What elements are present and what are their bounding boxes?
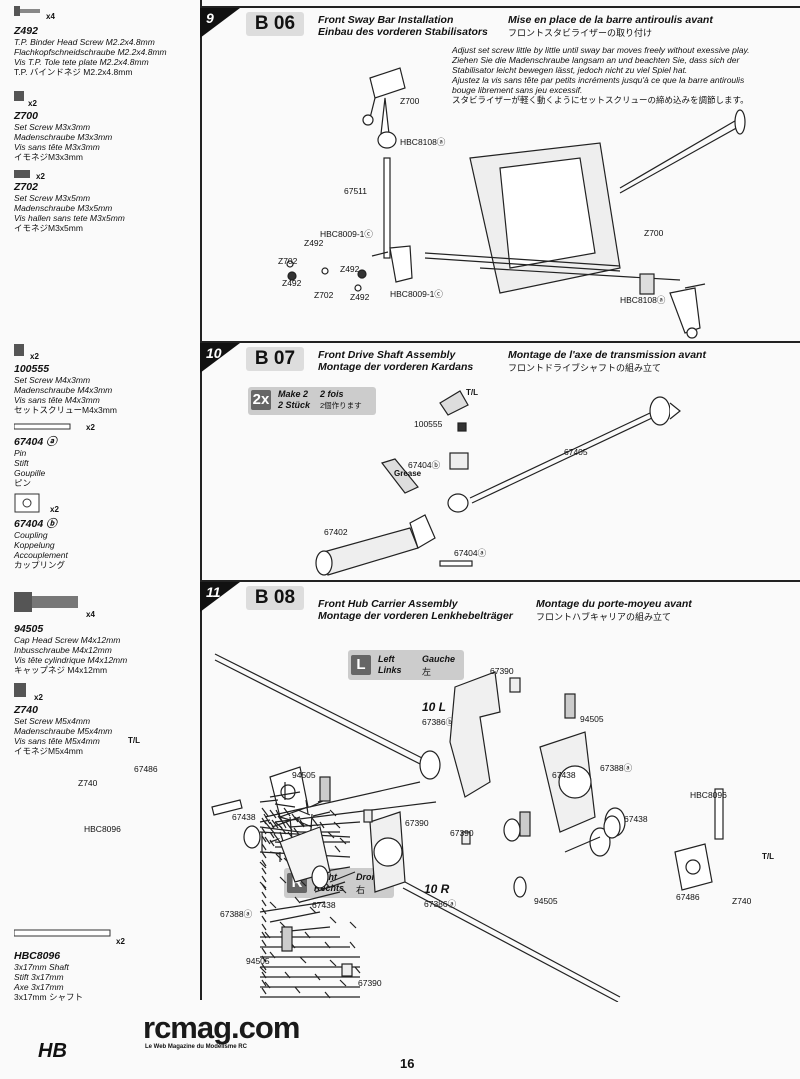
- grease-label: Grease: [394, 469, 422, 478]
- set-screw-icon: [14, 344, 24, 356]
- parts-sidebar: x4 Z492 T.P. Binder Head Screw M2.2x4.8m…: [0, 0, 200, 1002]
- step-title-jp: フロントハブキャリアの組み立て: [536, 612, 672, 622]
- threadlock-label: T/L: [466, 388, 478, 397]
- part-label: 94505: [292, 770, 316, 780]
- set-screw-icon: [14, 170, 30, 178]
- threadlock-label: T/L: [762, 852, 774, 861]
- part-label: 94505: [246, 956, 270, 966]
- column-divider: [200, 0, 202, 1000]
- step-10-drive-shaft: 10 B 07 Front Drive Shaft Assembly Monta…: [200, 341, 800, 581]
- pin-icon: [14, 423, 71, 430]
- step-code: B 07: [246, 347, 304, 371]
- instruction-note: Adjust set screw little by little until …: [452, 45, 750, 105]
- cap-screw-icon: [14, 592, 78, 612]
- part-label: Z740: [732, 896, 752, 906]
- part-label: Z492: [350, 292, 370, 302]
- hb-logo: HB: [38, 1040, 67, 1062]
- part-67404a: x2 67404 ⓐ Pin Stift Goupille ピン: [14, 423, 95, 488]
- part-label: Z492: [340, 264, 360, 274]
- part-label: HBC8096: [84, 824, 121, 834]
- part-label: 67438: [552, 770, 576, 780]
- step-title-jp: フロントドライブシャフトの組み立て: [508, 363, 662, 373]
- part-label: Z702: [278, 256, 298, 266]
- part-label: HBC8108ⓐ: [620, 295, 666, 305]
- set-screw-icon: [14, 683, 26, 697]
- part-label: 67511: [344, 186, 368, 196]
- left-carrier-part: 67386ⓑ: [422, 717, 455, 727]
- part-label: 67405: [564, 447, 588, 457]
- part-label: 67438: [312, 900, 336, 910]
- right-carrier-part: 67386ⓐ: [424, 899, 457, 909]
- page-number: 16: [400, 1056, 415, 1071]
- step-9-sway-bar: 9 B 06 Front Sway Bar Installation Einba…: [200, 6, 800, 342]
- part-label: Z492: [282, 278, 302, 288]
- step-title-de: Montage der vorderen Lenkhebelträger: [318, 610, 513, 622]
- part-hbc8096: x2 HBC8096 3x17mm Shaft Stift 3x17mm Axe…: [14, 929, 125, 1002]
- part-67404b: x2 67404 ⓑ Coupling Koppelung Accoupleme…: [14, 493, 68, 570]
- part-label: 67486: [134, 764, 158, 774]
- part-label: Z700: [644, 228, 664, 238]
- step-title-de: Einbau des vorderen Stabilisators: [318, 26, 488, 38]
- step-title-en: Front Sway Bar Installation: [318, 14, 454, 26]
- part-label: 67390: [358, 978, 382, 988]
- threadlock-label: T/L: [128, 736, 140, 745]
- part-label: 67438: [624, 814, 648, 824]
- left-side-badge: L Left Links Gauche 左: [348, 650, 464, 680]
- step-title-fr: Mise en place de la barre antiroulis ava…: [508, 14, 713, 26]
- step-code: B 06: [246, 12, 304, 36]
- step-title-de: Montage der vorderen Kardans: [318, 361, 474, 373]
- screw-icon: [14, 6, 40, 16]
- part-94505: x4 94505 Cap Head Screw M4x12mm Inbussch…: [14, 592, 127, 675]
- hub-carrier-diagram: [211, 653, 724, 1002]
- part-label: 67388ⓐ: [600, 763, 633, 773]
- part-label: 67486: [676, 892, 700, 902]
- part-label: 67388ⓐ: [220, 909, 253, 919]
- part-label: Z700: [400, 96, 420, 106]
- rcmag-watermark: rcmag.com Le Web Magazine du Modelisme R…: [143, 1010, 300, 1050]
- part-label: 67390: [490, 666, 514, 676]
- part-z700: x2 Z700 Set Screw M3x3mm Madenschraube M…: [14, 91, 112, 162]
- part-label: 67402: [324, 527, 348, 537]
- part-z492: x4 Z492 T.P. Binder Head Screw M2.2x4.8m…: [14, 6, 167, 77]
- step-title-fr: Montage de l'axe de transmission avant: [508, 349, 706, 361]
- part-label: HBC8009-1ⓒ: [390, 289, 443, 299]
- step-11-hub-carrier: 11 B 08 Front Hub Carrier Assembly Monta…: [78, 580, 800, 1002]
- step-title-en: Front Hub Carrier Assembly: [318, 598, 458, 610]
- part-label: HBC8009-1ⓒ: [320, 229, 373, 239]
- part-label: HBC8096: [690, 790, 727, 800]
- make-two-badge: 2x Make 2 2 Stück 2 fois 2個作ります: [248, 387, 376, 415]
- drive-shaft-diagram: [315, 390, 681, 576]
- part-100555: x2 100555 Set Screw M4x3mm Madenschraube…: [14, 344, 117, 415]
- right-carrier-label: 10 R: [424, 882, 450, 896]
- part-z702: x2 Z702 Set Screw M3x5mm Madenschraube M…: [14, 170, 125, 233]
- part-label: Z702: [314, 290, 334, 300]
- part-label: 94505: [534, 896, 558, 906]
- part-label: 67438: [232, 812, 256, 822]
- part-label: 67390: [405, 818, 429, 828]
- step-title-en: Front Drive Shaft Assembly: [318, 349, 456, 361]
- part-label: HBC8108ⓐ: [400, 137, 446, 147]
- part-label: Z492: [304, 238, 324, 248]
- part-label: 100555: [414, 419, 443, 429]
- part-z740: x2 Z740 Set Screw M5x4mm Madenschraube M…: [14, 683, 112, 756]
- part-label: 67390: [450, 828, 474, 838]
- part-label: 67404ⓐ: [454, 548, 487, 558]
- sway-bar-diagram: [286, 67, 746, 339]
- step-code: B 08: [246, 586, 304, 610]
- part-label: 67404ⓑ: [408, 460, 441, 470]
- shaft-icon: [14, 929, 111, 937]
- part-label: 94505: [580, 714, 604, 724]
- set-screw-icon: [14, 91, 24, 101]
- part-label: Z740: [78, 778, 98, 788]
- left-carrier-label: 10 L: [422, 700, 447, 714]
- step-title-jp: フロントスタビライザーの取り付け: [508, 28, 653, 38]
- coupling-icon: [14, 493, 40, 513]
- step-title-fr: Montage du porte-moyeu avant: [536, 598, 692, 610]
